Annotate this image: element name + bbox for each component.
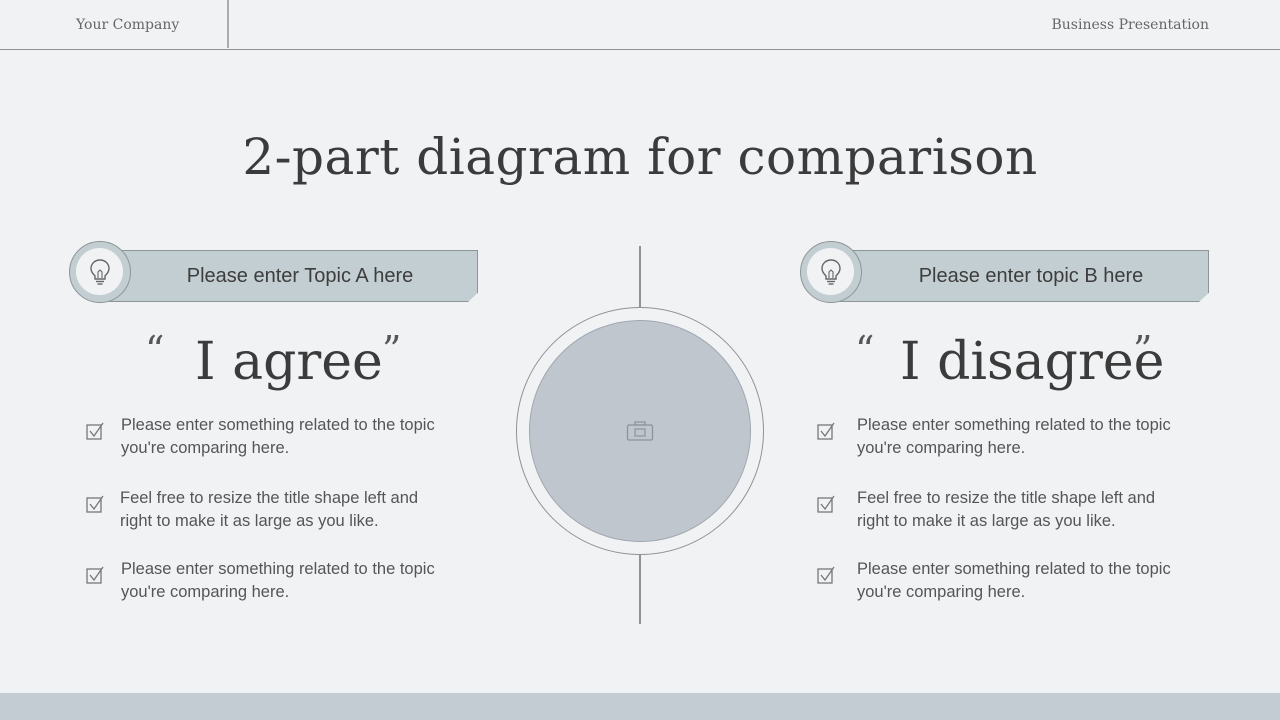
checkbox-check-icon [817,566,835,584]
list-item-text: Please enter something related to the to… [121,416,435,457]
checkbox-check-icon [817,495,835,513]
list-item-text: Please enter something related to the to… [857,416,1171,457]
slide-title[interactable]: 2-part diagram for comparison [242,128,1038,186]
header-divider [227,0,229,48]
center-divider-bottom [639,554,641,624]
topic-a-badge [69,241,131,303]
topic-b-badge [800,241,862,303]
disagree-quote[interactable]: “ I disagree ” [855,328,1165,398]
list-item-text: Please enter something related to the to… [121,560,435,601]
list-item-text: Please enter something related to the to… [857,560,1171,601]
topic-b-bar-shape [831,250,1209,302]
open-quote-mark: “ [145,328,165,372]
list-item-text: Feel free to resize the title shape left… [120,489,419,530]
topic-b-label: Please enter topic B here [918,265,1144,287]
list-item-text: Feel free to resize the title shape left… [857,489,1156,530]
disagree-heading: I disagree [900,332,1165,392]
lightbulb-icon [820,258,841,285]
checkbox-check-icon [86,566,104,584]
presentation-label: Business Presentation [1051,17,1210,33]
agree-quote[interactable]: “ I agree ” [145,328,415,398]
center-divider-top [639,246,641,308]
open-quote-mark: “ [855,328,875,372]
topic-a-bar-shape [100,250,478,302]
camera-icon [626,421,654,441]
lightbulb-icon [89,258,110,285]
slide-header: Your Company Business Presentation [0,0,1280,50]
topic-a-bar[interactable]: Please enter Topic A here [69,241,478,303]
close-quote-mark: ” [382,328,402,372]
topic-b-bar[interactable]: Please enter topic B here [800,241,1209,303]
footer-band [0,693,1280,720]
picture-placeholder[interactable] [529,320,751,542]
checkbox-check-icon [817,422,835,440]
company-name: Your Company [76,17,180,33]
close-quote-mark: ” [1133,328,1153,372]
checkbox-check-icon [86,495,104,513]
checkbox-check-icon [86,422,104,440]
agree-heading: I agree [195,332,383,392]
topic-a-label: Please enter Topic A here [186,265,414,287]
